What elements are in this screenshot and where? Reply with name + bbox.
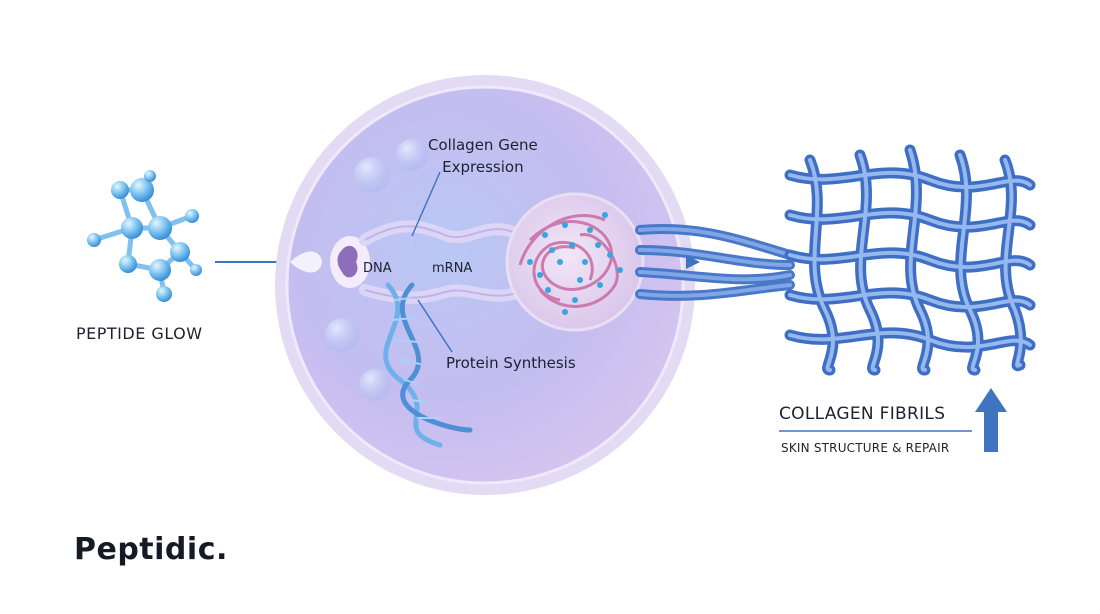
dna-helix-icon [383,282,473,448]
dna-nucleus-icon [330,236,370,288]
mrna-label: mRNA [432,261,473,276]
increase-up-arrow-icon [975,388,1007,452]
collagen-fibrils-label: COLLAGEN FIBRILS [779,404,946,424]
skin-structure-label: SKIN STRUCTURE & REPAIR [781,441,950,455]
cell-body [275,75,695,495]
gene-expression-line1: Collagen Gene [428,136,538,154]
fibril-strands [635,224,795,301]
peptide-molecule-icon [87,170,202,302]
collagen-fibrils-mesh-icon [784,144,1036,376]
gene-expression-label: Collagen Gene Expression [428,134,538,178]
brand-logo: Peptidic. [74,532,228,567]
leader-lines [411,171,453,353]
dna-label: DNA [363,261,392,276]
gene-expression-line2: Expression [442,158,524,176]
peptide-label: PEPTIDE GLOW [76,324,203,343]
protein-synthesis-label: Protein Synthesis [446,354,576,372]
output-arrowhead [686,255,700,269]
ribosome-sphere [505,192,645,332]
